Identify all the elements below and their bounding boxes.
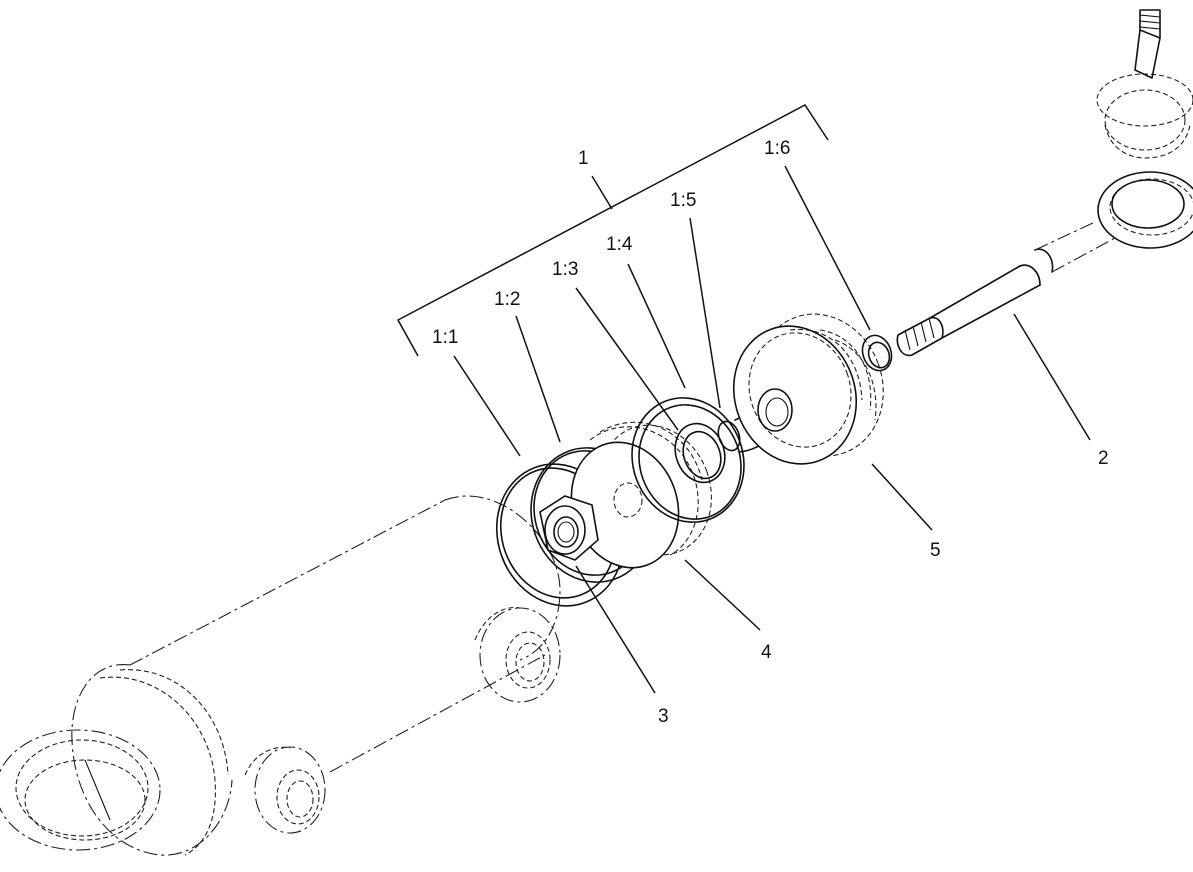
callout-1-2: 1:2 [494,289,520,310]
callout-3: 3 [658,706,669,727]
assembly-bracket [396,104,829,357]
callout-2: 2 [1098,448,1109,469]
gland-5 [732,313,884,465]
callout-labels: 1 1:1 1:2 1:3 1:4 1:5 1:6 2 3 4 5 [432,138,1109,727]
callout-1-4: 1:4 [606,234,633,255]
callout-assembly-1: 1 [578,148,589,169]
cylinder-body [0,495,561,856]
callout-1-5: 1:5 [670,190,696,211]
nut-3 [539,495,599,561]
piston-4 [570,421,712,569]
callout-1-6: 1:6 [764,138,790,159]
callout-1-3: 1:3 [552,259,578,280]
rod-2 [896,9,1193,357]
callout-5: 5 [930,540,941,561]
leader-lines [453,165,1091,694]
wiper-1-6 [861,334,893,372]
callout-4: 4 [761,642,772,663]
callout-1-1: 1:1 [432,327,458,348]
